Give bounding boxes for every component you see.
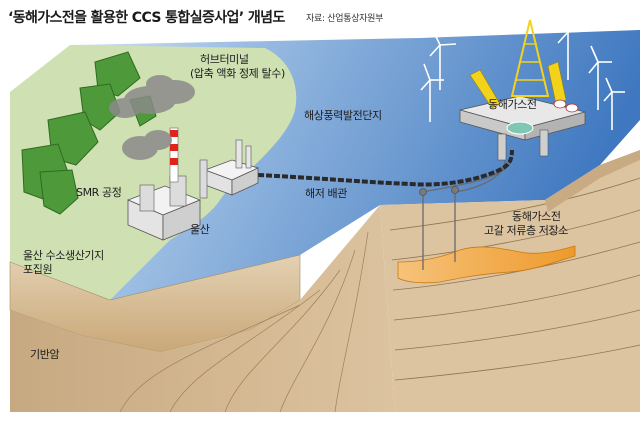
smr-label: SMR 공정 xyxy=(76,186,122,199)
chimney xyxy=(169,127,179,183)
bedrock-label: 기반암 xyxy=(30,348,60,361)
reservoir-label: 고갈 저류층 저장소 xyxy=(484,224,568,237)
smoke-clouds xyxy=(109,75,195,160)
smr-plant xyxy=(126,159,208,241)
pipeline-label: 해저 배관 xyxy=(305,187,347,200)
platform-label: 동해가스전 xyxy=(488,98,537,111)
bedrock-face xyxy=(10,205,395,412)
hub-terminal-sublabel: (압축 액화 정제 탈수) xyxy=(190,67,285,80)
well-heads xyxy=(419,186,459,196)
offshore-platform xyxy=(459,19,586,161)
land-area xyxy=(10,45,297,300)
wind-turbines xyxy=(420,15,625,130)
hub-terminal xyxy=(203,139,260,196)
ulsan-label: 울산 xyxy=(190,223,210,236)
page-title: ‘동해가스전을 활용한 CCS 통합실증사업’ 개념도 xyxy=(8,10,285,26)
reservoir-title-label: 동해가스전 xyxy=(512,210,561,223)
strata-face-right xyxy=(380,150,640,412)
bedrock-lines xyxy=(119,231,369,413)
source-note: 자료: 산업통상자원부 xyxy=(306,14,384,24)
strata-side xyxy=(545,150,640,212)
offshore-wind-label: 해상풍력발전단지 xyxy=(304,109,382,122)
hub-terminal-label: 허브터미널 xyxy=(200,53,249,66)
subsea-pipeline xyxy=(257,149,514,187)
hydrogen-base-label: 울산 수소생산기지 xyxy=(23,249,104,262)
capture-source-label: 포집원 xyxy=(23,263,53,276)
reservoir-layer xyxy=(397,245,576,284)
